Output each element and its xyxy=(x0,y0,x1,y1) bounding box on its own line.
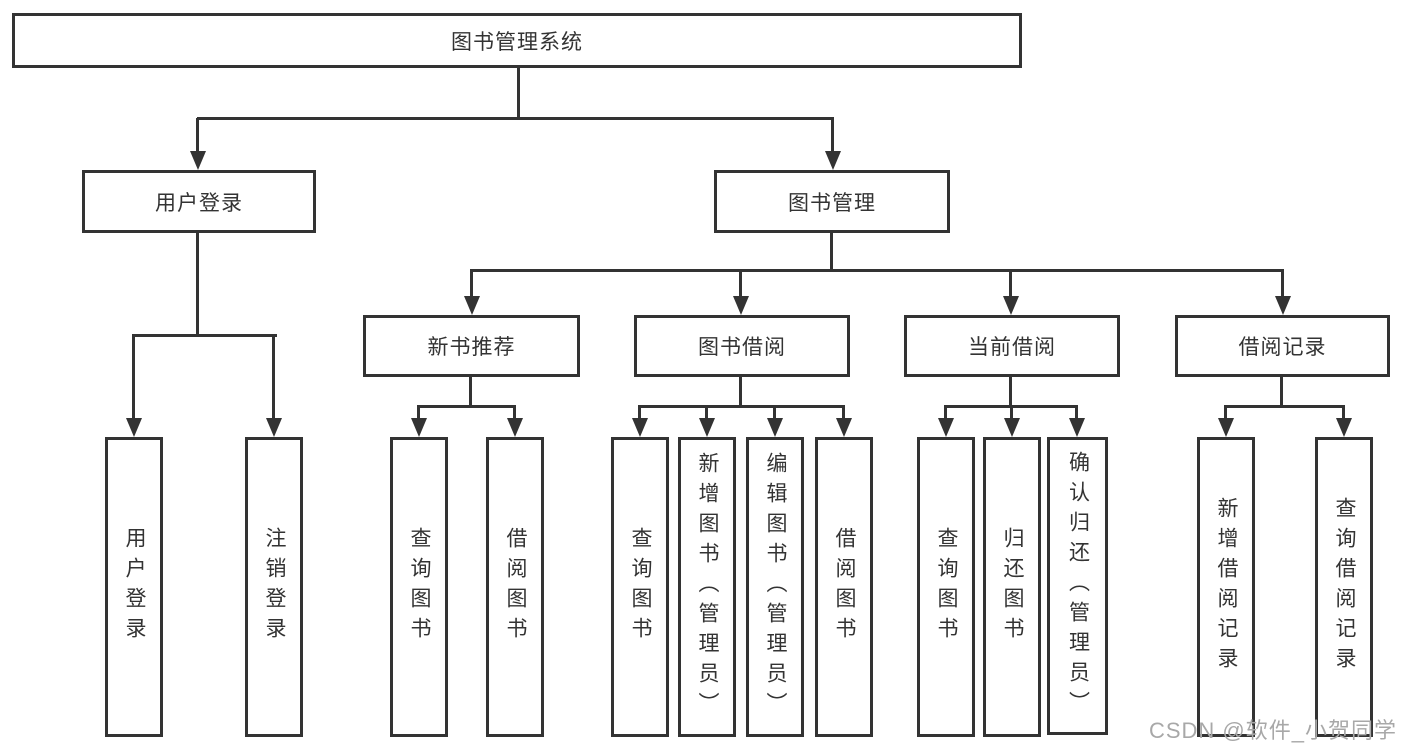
connector-rail-level2 xyxy=(470,269,1284,272)
arrowhead-leaf xyxy=(632,418,648,437)
leaf-add-book-admin-label: 新增图书（管理员） xyxy=(696,452,719,722)
connector-drop-book-borrow xyxy=(739,270,742,298)
node-root-label: 图书管理系统 xyxy=(451,30,583,54)
leaf-add-borrow-record-label: 新增借阅记录 xyxy=(1215,497,1238,677)
connector-drop-leaf xyxy=(1224,406,1227,420)
arrowhead-leaf xyxy=(507,418,523,437)
node-user-login: 用户登录 xyxy=(82,170,316,233)
connector-drop-leaf xyxy=(944,406,947,420)
connector-drop-leaf xyxy=(417,406,420,420)
node-book-management-label: 图书管理 xyxy=(788,191,876,215)
connector-rail-level1 xyxy=(197,117,834,120)
connector-drop-leaf xyxy=(1010,406,1013,420)
node-book-management: 图书管理 xyxy=(714,170,950,233)
leaf-add-borrow-record: 新增借阅记录 xyxy=(1197,437,1255,737)
connector-new-book-stub xyxy=(469,377,472,406)
connector-drop-borrow-record xyxy=(1281,270,1284,298)
connector-current-borrow-stub xyxy=(1009,377,1012,406)
arrowhead-leaf xyxy=(1336,418,1352,437)
leaf-return-book-label: 归还图书 xyxy=(1001,527,1024,647)
arrowhead-leaf xyxy=(767,418,783,437)
connector-rail-new-book xyxy=(417,405,516,408)
connector-rail-borrow-record xyxy=(1224,405,1345,408)
arrowhead-leaf xyxy=(836,418,852,437)
arrowhead-new-book xyxy=(464,296,480,315)
connector-drop-leaf xyxy=(513,406,516,420)
connector-drop-leaf xyxy=(638,406,641,420)
arrowhead-borrow-record xyxy=(1275,296,1291,315)
connector-borrow-record-stub xyxy=(1280,377,1283,406)
leaf-edit-book-admin: 编辑图书（管理员） xyxy=(746,437,804,737)
leaf-confirm-return-admin: 确认归还（管理员） xyxy=(1047,437,1108,735)
leaf-user-login: 用户登录 xyxy=(105,437,163,737)
arrowhead-leaf xyxy=(411,418,427,437)
connector-drop-new-book xyxy=(470,270,473,298)
connector-book-borrow-stub xyxy=(739,377,742,406)
connector-drop-leaf xyxy=(705,406,708,420)
leaf-borrow-book-label: 借阅图书 xyxy=(833,527,856,647)
connector-drop-leaf xyxy=(1075,406,1078,420)
csdn-watermark: CSDN @软件_小贺同学 xyxy=(1148,718,1397,743)
leaf-recommend-borrow-book-label: 借阅图书 xyxy=(504,527,527,647)
node-borrow-record-label: 借阅记录 xyxy=(1238,336,1327,359)
leaf-logout-label: 注销登录 xyxy=(263,527,286,647)
connector-user-login-stub xyxy=(196,233,199,335)
connector-rail-user-login xyxy=(132,334,277,337)
node-user-login-label: 用户登录 xyxy=(155,191,243,215)
leaf-current-query-book: 查询图书 xyxy=(917,437,975,737)
arrowhead-leaf xyxy=(938,418,954,437)
connector-rail-book-borrow xyxy=(638,405,845,408)
leaf-add-book-admin: 新增图书（管理员） xyxy=(678,437,736,737)
node-new-book-recommend: 新书推荐 xyxy=(363,315,580,377)
arrowhead-current-borrow xyxy=(1003,296,1019,315)
leaf-borrow-book: 借阅图书 xyxy=(815,437,873,737)
node-current-borrow: 当前借阅 xyxy=(904,315,1120,377)
connector-drop-logout xyxy=(272,335,275,420)
connector-drop-book-management xyxy=(831,118,834,153)
connector-drop-login xyxy=(132,335,135,420)
arrowhead-logout xyxy=(266,418,282,437)
arrowhead-leaf xyxy=(699,418,715,437)
arrowhead-leaf xyxy=(1218,418,1234,437)
connector-drop-leaf xyxy=(773,406,776,420)
arrowhead-leaf xyxy=(1004,418,1020,437)
node-new-book-recommend-label: 新书推荐 xyxy=(427,336,516,359)
connector-drop-leaf xyxy=(842,406,845,420)
arrowhead-user-login xyxy=(190,151,206,170)
leaf-borrow-query-book: 查询图书 xyxy=(611,437,669,737)
node-book-borrow-label: 图书借阅 xyxy=(698,336,786,359)
node-current-borrow-label: 当前借阅 xyxy=(968,336,1056,359)
leaf-return-book: 归还图书 xyxy=(983,437,1041,737)
arrowhead-book-management xyxy=(825,151,841,170)
leaf-query-borrow-record-label: 查询借阅记录 xyxy=(1333,497,1356,677)
connector-drop-user-login xyxy=(196,118,199,153)
connector-drop-leaf xyxy=(1342,406,1345,420)
leaf-user-login-label: 用户登录 xyxy=(123,527,146,647)
leaf-edit-book-admin-label: 编辑图书（管理员） xyxy=(764,452,787,722)
arrowhead-login xyxy=(126,418,142,437)
leaf-borrow-query-book-label: 查询图书 xyxy=(629,527,652,647)
arrowhead-book-borrow xyxy=(733,296,749,315)
leaf-recommend-query-book-label: 查询图书 xyxy=(408,527,431,647)
node-borrow-record: 借阅记录 xyxy=(1175,315,1390,377)
leaf-recommend-query-book: 查询图书 xyxy=(390,437,448,737)
connector-drop-current-borrow xyxy=(1009,270,1012,298)
connector-book-management-stub xyxy=(830,233,833,270)
leaf-query-borrow-record: 查询借阅记录 xyxy=(1315,437,1373,737)
node-book-borrow: 图书借阅 xyxy=(634,315,850,377)
arrowhead-leaf xyxy=(1069,418,1085,437)
leaf-logout: 注销登录 xyxy=(245,437,303,737)
leaf-current-query-book-label: 查询图书 xyxy=(935,527,958,647)
connector-root-stub xyxy=(517,68,520,118)
leaf-recommend-borrow-book: 借阅图书 xyxy=(486,437,544,737)
leaf-confirm-return-admin-label: 确认归还（管理员） xyxy=(1066,451,1090,721)
node-root: 图书管理系统 xyxy=(12,13,1022,68)
